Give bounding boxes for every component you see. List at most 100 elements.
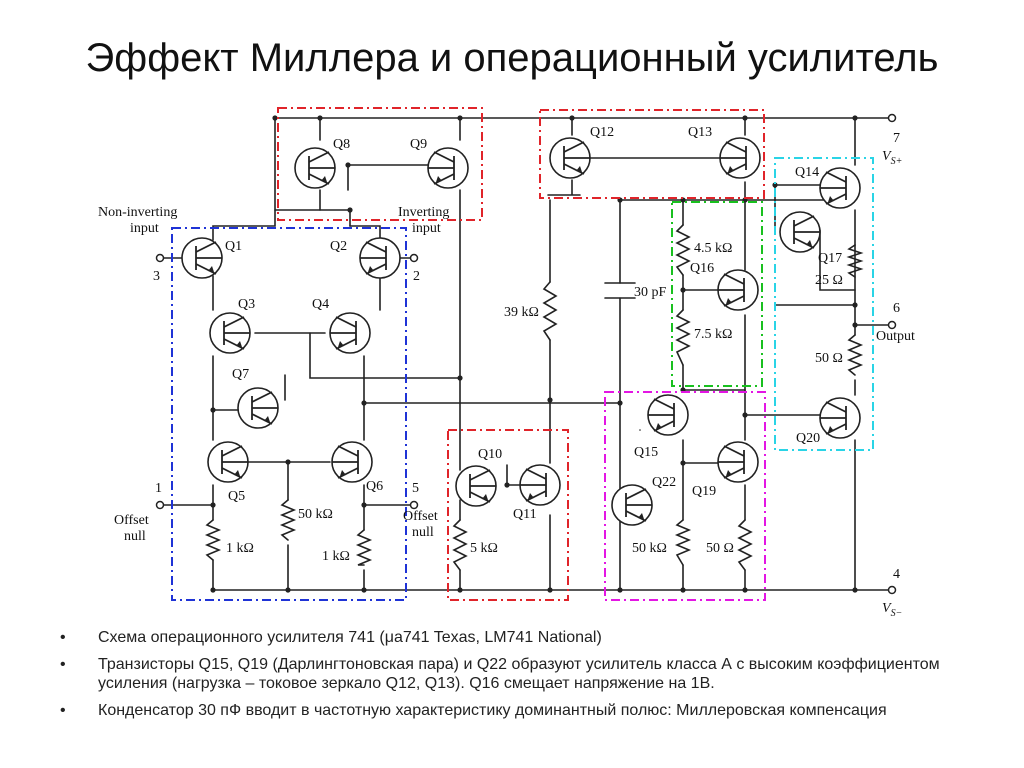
transistor-label: Q16 [690, 261, 714, 276]
pin-terminal [409, 500, 419, 510]
junction-dot [772, 182, 778, 188]
transistor-q3: Q3 [209, 297, 255, 354]
box-input-stage [171, 227, 407, 601]
transistor-lead [433, 173, 455, 185]
transistor-q5: Q5 [207, 441, 249, 504]
transistor-label: Q13 [688, 125, 712, 140]
transistor-label: Q19 [692, 484, 716, 499]
box-current-source-q10-q11 [447, 429, 569, 601]
transistor-lead [725, 163, 747, 175]
vs-plus-label: VS+ [882, 149, 902, 167]
bullet-notes: •Схема операционного усилителя 741 (μa74… [58, 628, 978, 728]
transistor-lead [195, 241, 217, 253]
transistor-lead [525, 490, 547, 502]
junction-dot [285, 459, 291, 465]
emitter-arrow [436, 176, 442, 182]
label-r-5k: 5 kΩ [470, 541, 498, 556]
subcircuit-boxes [171, 107, 874, 601]
transistor-lead [723, 467, 745, 479]
transistor-label: Q10 [478, 447, 502, 462]
transistor-q2: Q2 [330, 237, 401, 279]
pin-terminal [155, 253, 165, 263]
emitter-arrow [264, 416, 270, 422]
junction-dot [742, 587, 748, 593]
transistor-label: Q22 [652, 475, 676, 490]
label-r-50-out: 50 Ω [815, 351, 843, 366]
junction-dot [852, 587, 858, 593]
junction-dot [457, 115, 463, 121]
output-pin-number: 6 [893, 301, 900, 316]
junction-dot [852, 302, 858, 308]
transistor-lead [365, 263, 387, 275]
transistor-q16: Q16 [690, 261, 759, 311]
label-r-50k: 50 kΩ [298, 507, 333, 522]
pin-terminal [155, 500, 165, 510]
transistor-lead [825, 193, 847, 205]
emitter-arrow [806, 240, 812, 246]
transistor-lead [825, 401, 847, 413]
label-r-1k-right: 1 kΩ [322, 549, 350, 564]
transistor-lead [335, 316, 357, 328]
pin-labels: Non-inverting input 3 Inverting input 2 … [98, 131, 915, 619]
emitter-arrow [368, 266, 374, 272]
pin-terminal [887, 585, 897, 595]
pin-terminals [155, 113, 897, 595]
junction-dot [457, 587, 463, 593]
emitter-arrow [828, 426, 834, 432]
transistor-q15: Q15 [634, 394, 689, 460]
vs-minus-label: VS− [882, 601, 902, 619]
junction-dot [852, 322, 858, 328]
pin-terminal [887, 320, 897, 330]
transistor-q1: Q1 [181, 237, 242, 279]
transistor-label: Q9 [410, 137, 427, 152]
transistor-lead [723, 445, 745, 457]
emitter-arrow [236, 341, 242, 347]
pin-terminal [887, 113, 897, 123]
transistor-lead [625, 510, 647, 522]
junction-dot [680, 587, 686, 593]
transistor-label: Q15 [634, 445, 658, 460]
transistor-lead [653, 420, 675, 432]
junction-dot [680, 287, 686, 293]
transistor-q12: Q12 [549, 125, 614, 179]
bullet-dot: • [60, 629, 66, 646]
emitter-arrow [576, 166, 582, 172]
transistor-lead [793, 237, 815, 249]
transistor-lead [221, 467, 243, 479]
noninv-input-label-line2: input [130, 221, 159, 236]
emitter-arrow [234, 470, 240, 476]
transistor-lead [223, 316, 245, 328]
junction-dot [361, 400, 367, 406]
transistor-label: Q12 [590, 125, 614, 140]
bullet-text: Транзисторы Q15, Q19 (Дарлингтоновская п… [98, 656, 940, 692]
junction-dot [569, 115, 575, 121]
offset-null-5-pin-number: 5 [412, 481, 419, 496]
pin-terminal [409, 253, 419, 263]
transistor-lead [469, 491, 491, 503]
transistor-q20: Q20 [796, 397, 861, 446]
junction-dot [504, 482, 510, 488]
schematic-background [98, 102, 928, 620]
transistor-q6: Q6 [331, 441, 383, 494]
transistor-lead [337, 445, 359, 457]
junction-dot [361, 587, 367, 593]
bullet-dot: • [60, 656, 66, 673]
transistor-label: Q1 [225, 239, 242, 254]
junction-dot [680, 460, 686, 466]
junction-dot [210, 407, 216, 413]
transistor-label: Q4 [312, 297, 329, 312]
junction-dot [361, 502, 367, 508]
box-current-mirror-q12-q13 [539, 109, 765, 199]
transistor-lead [825, 423, 847, 435]
transistor-lead [308, 173, 330, 185]
component-labels: 1 kΩ 50 kΩ 1 kΩ 5 kΩ 39 kΩ 30 pF 4.5 kΩ … [226, 241, 843, 564]
transistor-q10: Q10 [455, 447, 502, 507]
emitter-arrow [528, 493, 534, 499]
noninv-input-pin-number: 3 [153, 269, 160, 284]
transistor-lead [221, 445, 243, 457]
label-r-50-q19: 50 Ω [706, 541, 734, 556]
transistor-label: Q6 [366, 479, 383, 494]
transistor-lead [195, 263, 217, 275]
inv-input-label-line1: Inverting [398, 205, 449, 220]
bullet-item: •Конденсатор 30 пФ вводит в частотную ха… [58, 701, 978, 720]
